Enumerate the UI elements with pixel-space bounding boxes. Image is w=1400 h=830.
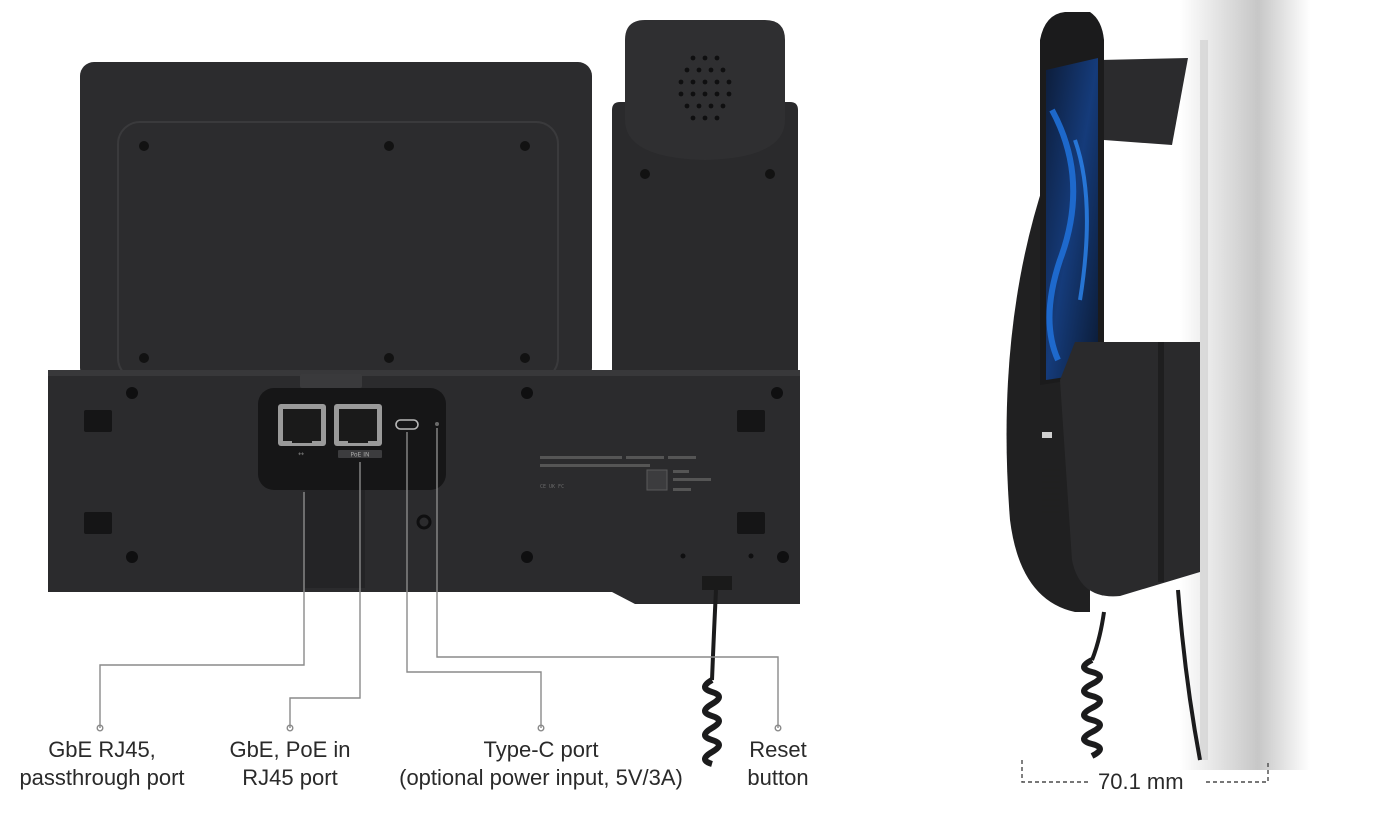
- depth-dimension-label: 70.1 mm: [1098, 769, 1184, 794]
- leader-reset: [436, 428, 779, 728]
- cord-jack: [702, 576, 732, 590]
- poe-in-tag-text: PoE IN: [350, 452, 369, 459]
- display-back-panel: [80, 62, 592, 382]
- handset-cord: [710, 589, 718, 681]
- rj45-poe-port[interactable]: [334, 404, 382, 446]
- callout-reset: Reset button: [728, 736, 828, 792]
- callout-typec: Type-C port (optional power input, 5V/3A…: [381, 736, 701, 792]
- regulatory-label: CE UK FC: [540, 456, 711, 491]
- cradle-screw: [765, 169, 775, 179]
- leader-passthrough: [99, 492, 305, 728]
- side-handset-cord: [1090, 611, 1106, 661]
- screen-accent-curve: [1046, 108, 1077, 362]
- base-small-dot: [680, 553, 686, 559]
- stand-column: [305, 488, 365, 588]
- side-base-ridge: [1158, 342, 1164, 582]
- base-hinge-tab: [300, 374, 362, 388]
- side-handset-coil: [1081, 657, 1103, 759]
- depth-dimension: [1021, 760, 1269, 783]
- phone-side-view: [1006, 0, 1310, 770]
- base-round-hole: [416, 514, 432, 530]
- passthrough-icon: ↔: [298, 450, 304, 458]
- callout-line: Reset: [749, 737, 807, 762]
- callout-gbe-poe: GbE, PoE in RJ45 port: [215, 736, 365, 792]
- leader-poe: [289, 462, 361, 728]
- display-screws: [139, 141, 530, 363]
- leader-dot: [774, 724, 782, 732]
- side-speaker-grille: [1042, 469, 1060, 513]
- leader-dot: [96, 724, 104, 732]
- svg-text:CE UK FC: CE UK FC: [540, 484, 564, 490]
- side-base-notch: [1042, 432, 1052, 438]
- side-handset: [1100, 58, 1188, 145]
- rj45-passthrough-port[interactable]: [278, 404, 326, 446]
- reset-button[interactable]: [435, 422, 439, 426]
- wall-surface: [1200, 40, 1208, 760]
- callout-line: passthrough port: [19, 765, 185, 790]
- side-power-cable: [1176, 589, 1202, 761]
- handset-cradle: [612, 102, 798, 375]
- leader-dot: [286, 724, 294, 732]
- base-top-lip: [48, 370, 800, 376]
- earpiece-grille: [678, 55, 732, 121]
- leader-typec: [406, 432, 542, 728]
- base-screws: [126, 387, 789, 563]
- handset-cord-coil: [702, 677, 722, 767]
- usb-c-port[interactable]: [395, 419, 419, 430]
- phone-back-view: PoE IN ↔ CE UK FC: [48, 20, 800, 767]
- base-square-holes: [84, 410, 765, 534]
- callout-line: (optional power input, 5V/3A): [399, 765, 683, 790]
- callout-line: RJ45 port: [242, 765, 338, 790]
- leader-dot: [537, 724, 545, 732]
- handset-earpiece: [625, 20, 785, 160]
- callout-line: button: [747, 765, 809, 790]
- callout-line: GbE, PoE in: [229, 737, 351, 762]
- poe-in-tag: [338, 450, 382, 458]
- callout-line: GbE RJ45,: [48, 737, 156, 762]
- side-base: [1060, 342, 1200, 597]
- screen-accent-curve: [1073, 139, 1089, 301]
- cradle-screw: [640, 169, 650, 179]
- base-small-dot: [748, 553, 754, 559]
- callout-line: Type-C port: [483, 737, 599, 762]
- callout-gbe-passthrough: GbE RJ45, passthrough port: [12, 736, 192, 792]
- leader-lines: [96, 428, 782, 732]
